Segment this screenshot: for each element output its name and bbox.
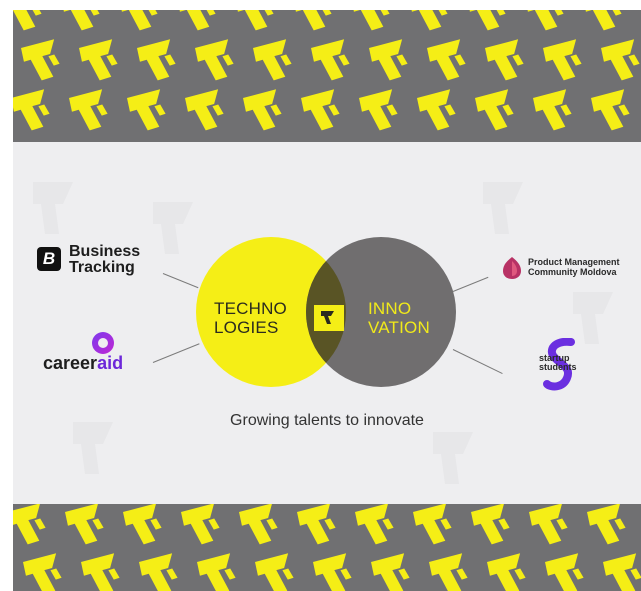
banner: TECHNO LOGIES INNO VATION Growing talent…	[13, 10, 641, 591]
tn-pattern-top	[13, 10, 640, 131]
tn-pattern-glyph	[603, 553, 641, 591]
tn-pattern-glyph	[123, 504, 162, 545]
tn-pattern-glyph	[587, 504, 626, 545]
panel-watermark	[33, 182, 613, 484]
tn-pattern-glyph	[533, 89, 572, 131]
technologies-label: TECHNO LOGIES	[214, 299, 287, 337]
tn-pattern-glyph	[61, 10, 100, 31]
tn-pattern-glyph	[485, 39, 524, 81]
tn-pattern-glyph	[127, 89, 166, 131]
tn-pattern-glyph	[195, 39, 234, 81]
tn-pattern-glyph	[311, 39, 350, 81]
startup-students-logo-text: startup students	[539, 353, 577, 372]
startup-students-logo-icon	[543, 338, 575, 391]
bottom-pattern-band	[13, 504, 641, 591]
tn-pattern-bottom	[13, 504, 641, 591]
tn-pattern-glyph	[197, 553, 236, 591]
tn-pattern-glyph	[13, 504, 46, 545]
tn-pattern-glyph	[429, 553, 468, 591]
tn-pattern-glyph	[301, 89, 340, 131]
tn-pattern-glyph	[413, 504, 452, 545]
tn-pattern-glyph	[471, 504, 510, 545]
tagline: Growing talents to innovate	[230, 412, 424, 429]
tn-pattern-glyph	[475, 89, 514, 131]
tn-pattern-glyph	[23, 553, 62, 591]
careeraid-logo-icon	[92, 332, 114, 354]
tn-pattern-glyph	[65, 504, 104, 545]
tn-logo-icon	[314, 305, 344, 331]
careeraid-logo-text: careeraid	[43, 353, 124, 373]
tn-pattern-glyph	[177, 10, 216, 31]
tn-pattern-glyph	[297, 504, 336, 545]
tn-pattern-glyph	[487, 553, 526, 591]
tn-pattern-glyph	[313, 553, 352, 591]
pm-logo-icon	[503, 257, 521, 279]
tn-pattern-glyph	[359, 89, 398, 131]
innovation-label: INNO VATION	[368, 299, 430, 337]
tn-pattern-glyph	[351, 10, 390, 31]
tn-pattern-glyph	[81, 553, 120, 591]
tn-pattern-glyph	[583, 10, 622, 31]
tn-pattern-glyph	[467, 10, 506, 31]
tn-pattern-glyph	[545, 553, 584, 591]
tn-pattern-glyph	[119, 10, 158, 31]
tn-pattern-glyph	[543, 39, 582, 81]
tn-pattern-glyph	[529, 504, 568, 545]
tn-pattern-glyph	[409, 10, 448, 31]
tn-pattern-glyph	[591, 89, 630, 131]
tn-pattern-glyph	[13, 89, 50, 131]
tn-pattern-glyph	[601, 39, 640, 81]
tn-pattern-glyph	[525, 10, 564, 31]
tn-pattern-glyph	[293, 10, 332, 31]
tn-pattern-glyph	[181, 504, 220, 545]
tn-pattern-glyph	[243, 89, 282, 131]
tn-pattern-glyph	[253, 39, 292, 81]
tn-pattern-glyph	[417, 89, 456, 131]
tn-pattern-glyph	[239, 504, 278, 545]
tn-pattern-glyph	[371, 553, 410, 591]
tn-pattern-glyph	[137, 39, 176, 81]
pm-logo-text: Product Management Community Moldova	[528, 257, 620, 277]
tn-pattern-glyph	[13, 10, 42, 31]
venn-panel: TECHNO LOGIES INNO VATION Growing talent…	[13, 142, 641, 504]
b-logo-icon: B	[37, 247, 61, 271]
tn-pattern-glyph	[185, 89, 224, 131]
tn-pattern-glyph	[427, 39, 466, 81]
tn-pattern-glyph	[79, 39, 118, 81]
tn-pattern-glyph	[69, 89, 108, 131]
tn-pattern-glyph	[255, 553, 294, 591]
top-pattern-band	[13, 10, 641, 142]
tn-pattern-glyph	[355, 504, 394, 545]
tn-pattern-glyph	[139, 553, 178, 591]
tn-pattern-glyph	[21, 39, 60, 81]
tn-pattern-glyph	[369, 39, 408, 81]
business-tracking-logo-text: Business Tracking	[69, 243, 141, 276]
tn-pattern-glyph	[235, 10, 274, 31]
